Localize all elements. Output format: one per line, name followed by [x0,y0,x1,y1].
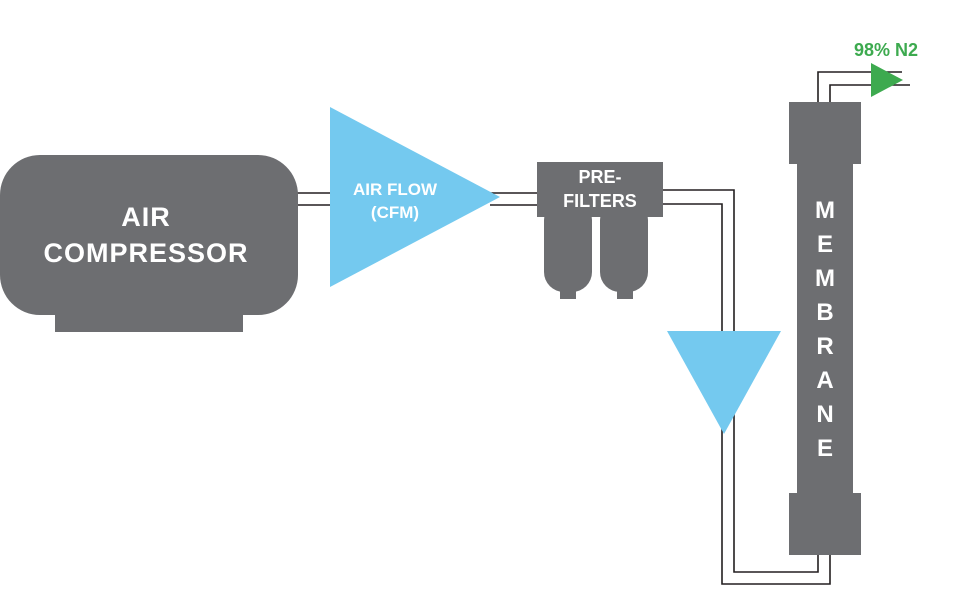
membrane-letter: B [816,299,833,326]
air-flow-label-line2: (CFM) [371,203,419,222]
air-flow-triangle [330,107,500,287]
membrane-letter: A [816,367,833,394]
membrane-letter: E [817,435,833,462]
flow-down-triangle [667,331,781,434]
pre-filters-label-line2: FILTERS [563,191,637,211]
membrane-letter: R [816,333,833,360]
output-label: 98% N2 [854,40,918,60]
air-flow-label-line1: AIR FLOW [353,180,438,199]
compressor-label-line1: AIR [121,202,171,232]
membrane-letter: E [817,231,833,258]
membrane-letter: M [815,197,835,224]
membrane-tube [797,150,853,510]
compressor-label-line2: COMPRESSOR [43,238,248,268]
air-flow-indicator: AIR FLOW (CFM) [330,107,500,287]
membrane-letter: N [816,401,833,428]
filter-head [537,162,663,217]
pipe-filters-to-membrane-inner [662,203,831,585]
compressor-body [0,155,298,315]
pipes [294,71,910,585]
nitrogen-output: 98% N2 [854,40,918,97]
filter-bowl-left [544,200,592,292]
pipe-filters-to-membrane-outer [662,189,819,573]
membrane-bottom-cap [789,493,861,555]
membrane-letter: M [815,265,835,292]
pre-filters: PRE- FILTERS [537,162,663,299]
air-compressor: AIR COMPRESSOR [0,155,298,332]
output-arrow [871,63,903,97]
filter-bowl-right [600,200,648,292]
pre-filters-label-line1: PRE- [578,167,621,187]
